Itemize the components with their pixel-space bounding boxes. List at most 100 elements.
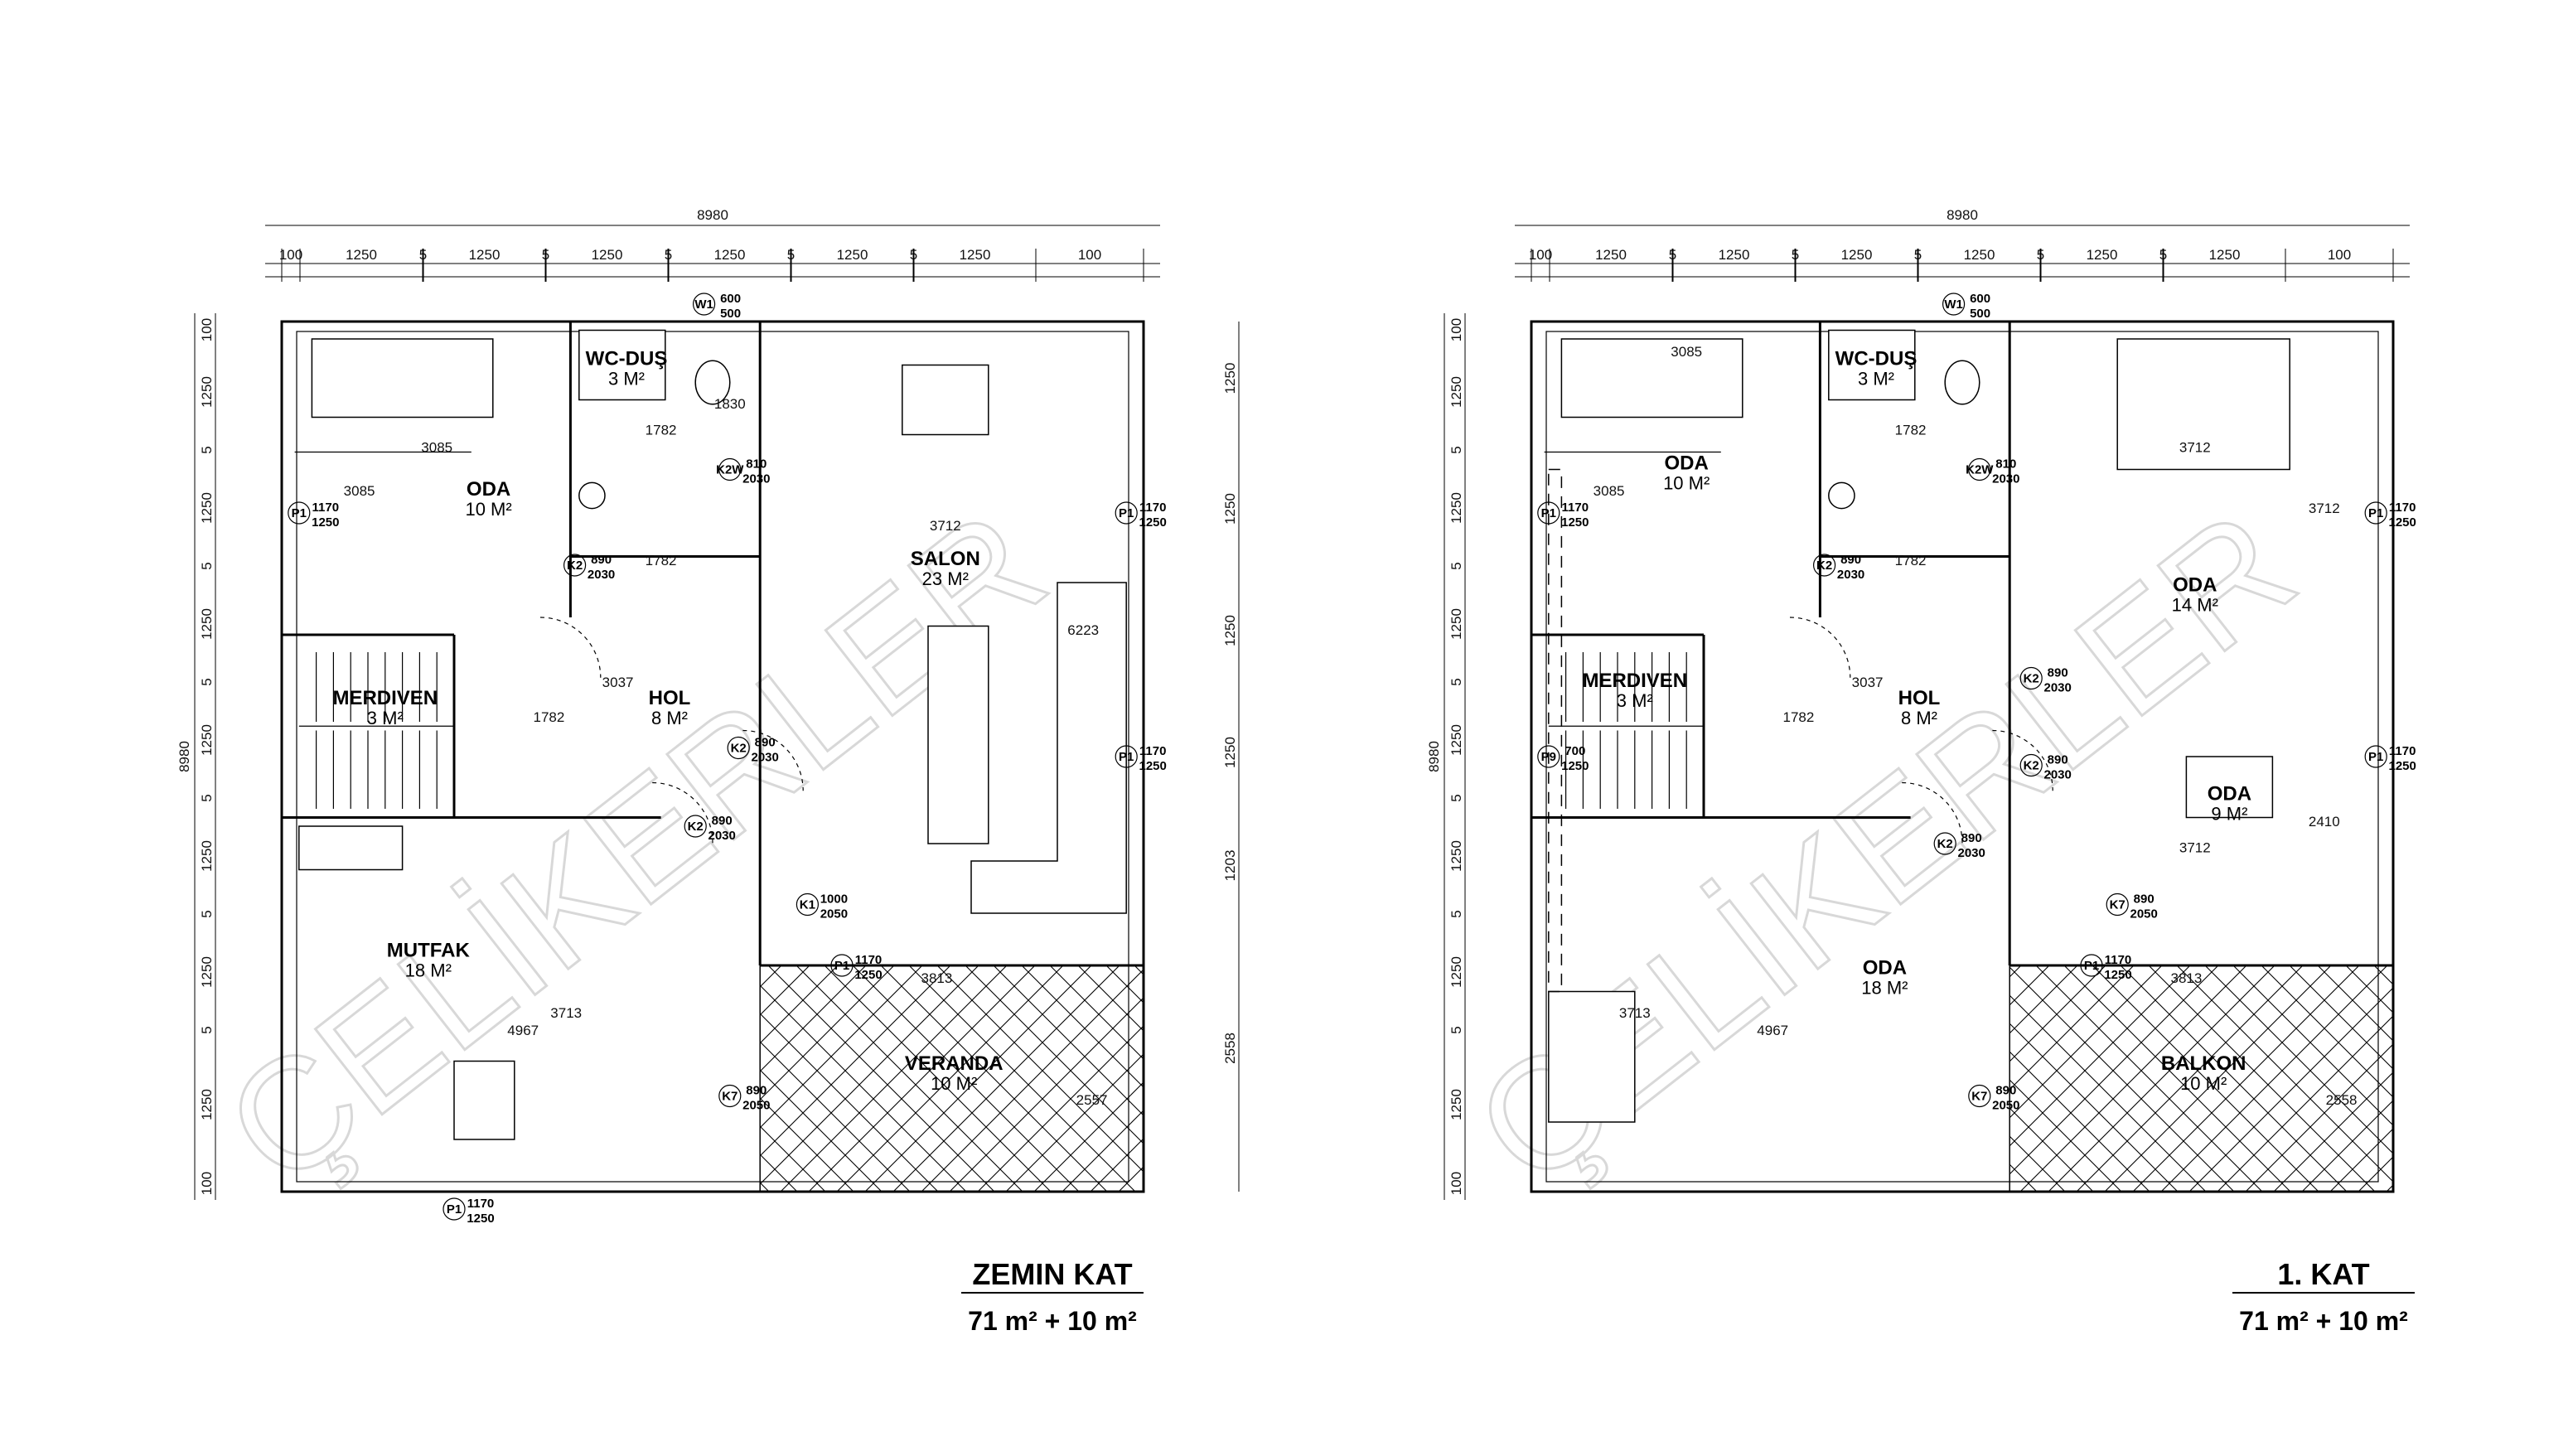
opening-tag-circle — [1813, 554, 1836, 577]
sofa-icon — [970, 582, 1127, 914]
inner-dimension-label: 1830 — [714, 396, 746, 412]
inner-dimension-label: 3085 — [421, 440, 452, 456]
inner-dimension-label: 3713 — [1619, 1005, 1651, 1021]
plan-area: 71 m² + 10 m² — [2239, 1306, 2408, 1336]
side-dimension-label: 1250 — [199, 840, 215, 872]
opening-tag: P9 — [1541, 750, 1556, 764]
inner-dimension-label: 2557 — [1076, 1092, 1108, 1108]
opening-tag-circle — [563, 554, 587, 577]
plan-title: 1. KAT — [2277, 1257, 2369, 1291]
opening-tag: P1 — [2368, 506, 2383, 520]
opening-tag-circle — [1537, 501, 1560, 525]
coffee-table-icon — [927, 625, 989, 844]
side-dimension-label: 5 — [1448, 794, 1464, 801]
room-area: 23 M² — [922, 568, 969, 589]
opening-tag-circle — [1537, 745, 1560, 768]
right-dimension-label: 1250 — [1222, 493, 1238, 525]
inner-dimension-label: 3085 — [1594, 483, 1625, 499]
opening-tag: K7 — [1971, 1090, 1987, 1104]
side-dimension-label: 5 — [199, 446, 215, 453]
side-dimension-label: 5 — [1448, 678, 1464, 685]
room-area: 10 M² — [2180, 1073, 2227, 1094]
opening-height: 2050 — [742, 1099, 770, 1113]
opening-width: 1170 — [2389, 501, 2416, 515]
opening-tag-circle — [2364, 745, 2387, 768]
opening-height: 2050 — [820, 907, 848, 921]
inner-dimension-label: 1782 — [533, 709, 564, 725]
opening-tag-circle — [718, 457, 742, 481]
top-dimension-label: 100 — [2328, 247, 2351, 263]
room-name: MUTFAK — [387, 940, 471, 962]
opening-height: 1250 — [1561, 759, 1589, 773]
opening-tag: K2 — [1937, 837, 1953, 851]
side-dimension-label: 1250 — [1448, 956, 1464, 988]
opening-tag-circle — [288, 501, 311, 525]
opening-tag-circle — [1115, 745, 1138, 768]
side-dimension-label: 1250 — [1448, 376, 1464, 408]
opening-height: 1250 — [1139, 759, 1167, 773]
door-swing — [1902, 781, 1963, 844]
opening-width: 1170 — [312, 501, 340, 515]
opening-height: 2030 — [1958, 846, 1985, 860]
inner-dimension-label: 3712 — [2179, 440, 2211, 456]
stove-icon — [298, 825, 404, 871]
door-swing — [742, 729, 804, 791]
opening-width: 1170 — [1139, 501, 1167, 515]
side-dimension-label: 5 — [199, 910, 215, 917]
side-dimension-label: 1250 — [199, 608, 215, 640]
opening-width: 890 — [1840, 553, 1861, 567]
opening-height: 1250 — [467, 1212, 494, 1226]
opening-width: 600 — [720, 292, 741, 306]
desk-icon — [2185, 756, 2274, 819]
side-dimension-label: 1250 — [199, 492, 215, 524]
shower-icon — [578, 329, 666, 401]
opening-tag: K7 — [2110, 898, 2125, 912]
opening-width: 890 — [2048, 753, 2068, 767]
door-swing — [539, 617, 602, 678]
opening-tag: K2 — [1816, 559, 1832, 573]
opening-tag: W1 — [1944, 297, 1963, 312]
opening-tag-circle — [692, 293, 716, 316]
inner-dimension-label: 3712 — [930, 518, 961, 534]
bed-icon — [1560, 338, 1743, 418]
opening-width: 1170 — [467, 1197, 495, 1211]
inner-dimension-label: 1782 — [1895, 423, 1927, 438]
side-dimension-label: 1250 — [1448, 608, 1464, 640]
opening-tag: P1 — [1119, 750, 1134, 764]
inner-dimension-label: 1782 — [646, 423, 677, 438]
opening-tag-circle — [2364, 501, 2387, 525]
opening-tag-circle — [830, 954, 854, 977]
outer-wall — [1530, 320, 2395, 1193]
room-name: BALKON — [2161, 1052, 2246, 1075]
outer-wall — [280, 320, 1145, 1193]
opening-width: 1170 — [855, 953, 883, 967]
top-dimension-label: 1250 — [960, 247, 991, 263]
side-dimension-label: 100 — [1448, 318, 1464, 341]
room-area: 18 M² — [405, 960, 452, 981]
opening-width: 890 — [755, 736, 776, 750]
opening-width: 810 — [1995, 457, 2016, 472]
bed-icon — [311, 338, 494, 418]
room-area: 3 M² — [608, 369, 645, 389]
opening-width: 890 — [2134, 892, 2155, 907]
dining-table-icon — [902, 364, 989, 436]
sink-icon — [1828, 481, 1855, 510]
inner-dimension-label: 3037 — [602, 675, 634, 690]
inner-dimension-label: 3713 — [550, 1005, 582, 1021]
inner-wall-line — [1545, 331, 2379, 1183]
dashed-outline — [1548, 468, 1563, 993]
plan-area: 71 m² + 10 m² — [968, 1306, 1137, 1336]
opening-height: 1250 — [1561, 515, 1589, 530]
opening-tag-circle — [2019, 666, 2043, 690]
opening-tag: P1 — [834, 959, 849, 973]
opening-tag-circle — [1968, 457, 1991, 481]
side-dimension-label: 100 — [1448, 1172, 1464, 1195]
side-dimension-label: 5 — [1448, 1026, 1464, 1033]
opening-tag: P1 — [1541, 506, 1556, 520]
room-area: 3 M² — [1858, 369, 1894, 389]
room-area: 10 M² — [931, 1073, 977, 1094]
right-dimension-label: 1250 — [1222, 363, 1238, 394]
inner-dimension-label: 1782 — [646, 553, 677, 568]
room-name: WC-DUŞ — [1835, 348, 1918, 370]
